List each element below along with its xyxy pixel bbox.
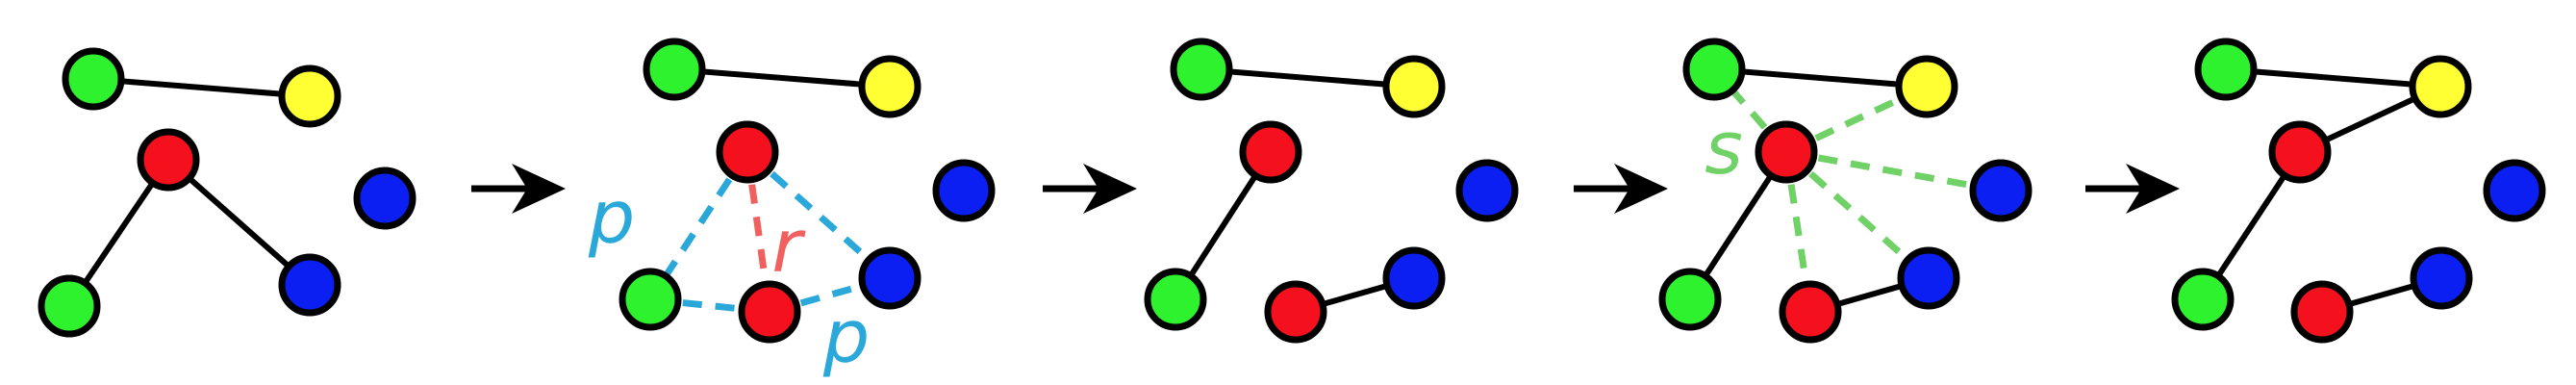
edge-r1-b2 xyxy=(166,157,312,288)
node-red-r1 xyxy=(137,128,200,192)
panel-5-nodes xyxy=(2171,38,2546,344)
node-green-g1 xyxy=(2194,38,2258,101)
node-green-g1 xyxy=(1682,38,1746,101)
arrow-4-head xyxy=(2126,164,2180,214)
nodes-layer xyxy=(38,38,2546,344)
label-p-bottom: p xyxy=(822,294,870,379)
panel-1-nodes xyxy=(38,47,417,338)
node-yellow-y1 xyxy=(1382,55,1446,118)
edge-r1-b1-s xyxy=(1785,148,2002,194)
arrow-4 xyxy=(2085,164,2180,214)
arrow-3 xyxy=(1574,164,1668,214)
node-blue-b2 xyxy=(2410,246,2473,310)
panel-3-edges xyxy=(1173,66,1415,315)
node-green-g1 xyxy=(643,38,706,101)
node-red-r1 xyxy=(1239,120,1302,184)
node-blue-b1 xyxy=(353,167,417,230)
node-blue-b2 xyxy=(278,253,341,317)
node-red-r2 xyxy=(1264,280,1327,344)
node-green-g1 xyxy=(1170,38,1233,101)
panel-3-nodes xyxy=(1144,38,1519,344)
node-green-g2 xyxy=(1658,268,1722,331)
arrows-layer xyxy=(471,164,2180,214)
node-blue-b1 xyxy=(932,159,996,222)
node-green-g2 xyxy=(1144,268,1207,331)
node-blue-b1 xyxy=(1455,159,1519,222)
node-yellow-y1 xyxy=(1895,55,1958,118)
node-red-r1 xyxy=(1755,120,1818,184)
panel-5-edges xyxy=(2200,66,2442,315)
node-blue-b2 xyxy=(1897,246,1960,310)
edge-g1-y1 xyxy=(2225,66,2441,90)
node-yellow-y1 xyxy=(2409,55,2472,118)
node-yellow-y1 xyxy=(278,64,341,128)
edge-g1-y1 xyxy=(1713,66,1928,90)
panel-2-edges xyxy=(647,66,893,316)
node-red-r1 xyxy=(716,120,779,184)
arrow-1 xyxy=(471,164,566,214)
node-red-r2 xyxy=(738,280,801,344)
node-green-g2 xyxy=(2171,268,2235,331)
panel-4-nodes xyxy=(1658,38,2033,344)
node-green-g2 xyxy=(619,268,682,331)
node-blue-b1 xyxy=(2483,159,2546,222)
label-r: r xyxy=(771,203,806,289)
arrow-3-head xyxy=(1614,164,1668,214)
node-green-g1 xyxy=(62,47,125,111)
node-blue-b2 xyxy=(1382,246,1446,310)
panel-2-nodes xyxy=(619,38,996,344)
edge-r1-y1-s xyxy=(1784,83,1929,156)
node-green-g2 xyxy=(38,274,101,338)
node-yellow-y1 xyxy=(858,55,922,118)
arrow-2 xyxy=(1043,164,1137,214)
label-s: s xyxy=(1705,105,1743,191)
labels-layer: p p r s xyxy=(588,105,1743,379)
edge-g1-y1 xyxy=(92,76,311,99)
node-red-r2 xyxy=(2290,280,2354,344)
arrow-1-head xyxy=(512,164,566,214)
edge-g1-y1 xyxy=(1200,66,1415,90)
node-red-r2 xyxy=(1779,280,1842,344)
node-blue-b2 xyxy=(858,246,922,310)
arrow-2-head xyxy=(1083,164,1137,214)
node-red-r1 xyxy=(2268,120,2332,184)
label-p-left: p xyxy=(588,174,635,260)
edge-g1-y1 xyxy=(673,66,891,90)
panel-1-edges xyxy=(66,76,312,308)
node-blue-b1 xyxy=(1969,159,2033,222)
